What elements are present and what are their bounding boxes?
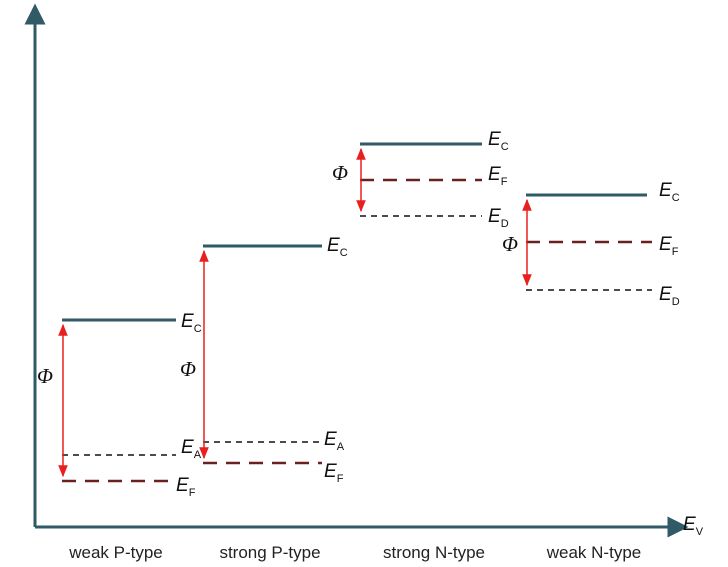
weak-p-acceptor-label: EA bbox=[181, 437, 202, 461]
weak-n-conduction-label: EC bbox=[659, 180, 680, 204]
weak-n-type-group: EC EF ED Φ weak N-type bbox=[502, 180, 680, 562]
strong-p-type-group: EC EA EF Φ strong P-type bbox=[180, 235, 348, 562]
weak-p-conduction-label: EC bbox=[181, 311, 202, 335]
weak-p-phi-label: Φ bbox=[37, 364, 53, 388]
strong-n-type-group: EC EF ED Φ strong N-type bbox=[332, 129, 509, 562]
strong-p-phi-label: Φ bbox=[180, 357, 196, 381]
strong-n-conduction-label: EC bbox=[488, 129, 509, 153]
category-strong-n-type: strong N-type bbox=[383, 543, 485, 562]
weak-p-type-group: EC EA EF Φ weak P-type bbox=[37, 311, 202, 562]
category-weak-p-type: weak P-type bbox=[68, 543, 163, 562]
strong-p-conduction-label: EC bbox=[327, 235, 348, 259]
weak-p-fermi-label: EF bbox=[176, 475, 196, 499]
category-strong-p-type: strong P-type bbox=[219, 543, 320, 562]
strong-p-acceptor-label: EA bbox=[324, 429, 345, 453]
x-axis-label: EV bbox=[683, 514, 704, 538]
strong-n-donor-label: ED bbox=[488, 206, 509, 230]
strong-n-phi-label: Φ bbox=[332, 161, 348, 185]
strong-p-fermi-label: EF bbox=[324, 461, 344, 485]
weak-n-fermi-label: EF bbox=[659, 234, 679, 258]
weak-n-donor-label: ED bbox=[659, 284, 680, 308]
strong-n-fermi-label: EF bbox=[488, 164, 508, 188]
category-weak-n-type: weak N-type bbox=[546, 543, 641, 562]
weak-n-phi-label: Φ bbox=[502, 232, 518, 256]
